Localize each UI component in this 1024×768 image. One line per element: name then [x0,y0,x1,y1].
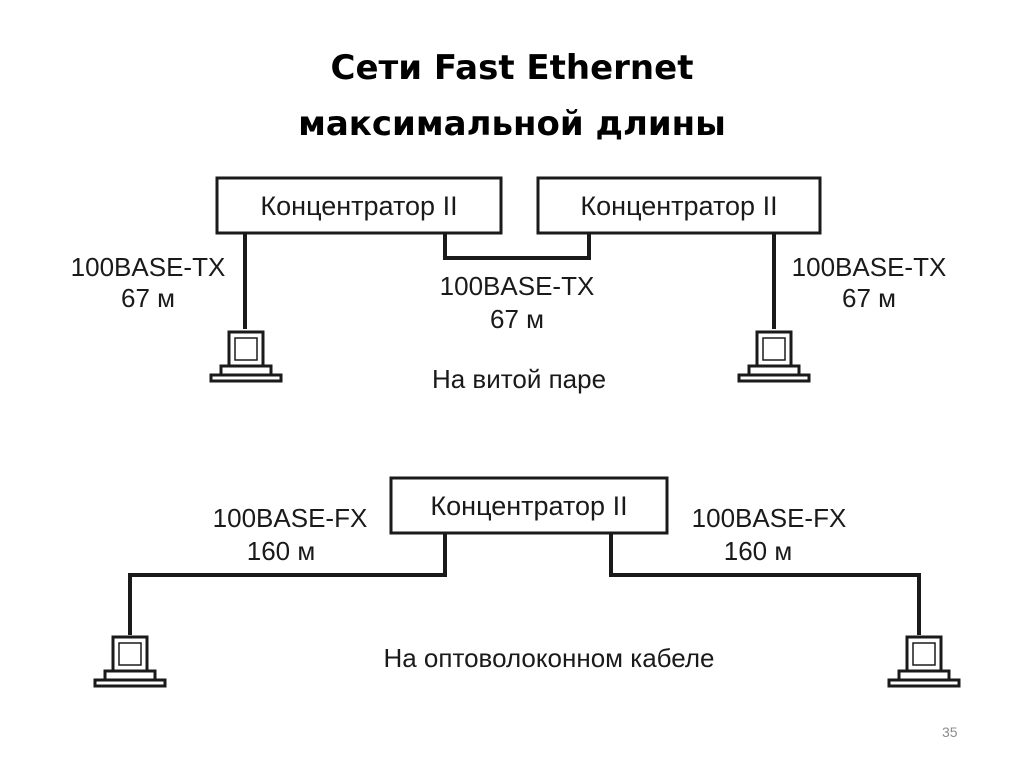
middle-tx-standard: 100BASE-TX [440,271,595,301]
middle-tx-length: 67 м [490,304,544,334]
left-fx-standard: 100BASE-FX [213,503,368,533]
twisted-pair-section: Концентратор II Концентратор II 100BASE-… [71,176,947,394]
left-tx-length: 67 м [121,283,175,313]
computer-icon [737,330,811,383]
hub-right-label: Концентратор II [580,191,777,221]
slide-title-line-1: Сети Fast Ethernet [330,48,694,88]
computer-icon [209,330,283,383]
right-tx-length: 67 м [842,283,896,313]
cable-right-fx [609,533,921,635]
computer-icon [887,635,961,688]
hub-fiber-label: Концентратор II [430,491,627,521]
right-tx-standard: 100BASE-TX [792,252,947,282]
hub-fiber: Концентратор II [389,476,669,535]
twisted-pair-caption: На витой паре [432,364,606,394]
slide-title-line-2: максимальной длины [298,104,726,144]
fiber-section: Концентратор II 100BASE-FX 160 м 100BASE… [93,476,961,688]
left-fx-length: 160 м [247,536,315,566]
page-number: 35 [942,724,958,740]
computer-icon [93,635,167,688]
cable-left-fx [128,533,447,635]
left-tx-standard: 100BASE-TX [71,252,226,282]
hub-left-label: Концентратор II [260,191,457,221]
fiber-caption: На оптоволоконном кабеле [383,643,714,673]
right-fx-standard: 100BASE-FX [692,503,847,533]
hub-left: Концентратор II [215,176,503,235]
cable-middle-tx [443,233,591,260]
right-fx-length: 160 м [724,536,792,566]
hub-right: Концентратор II [536,176,822,235]
